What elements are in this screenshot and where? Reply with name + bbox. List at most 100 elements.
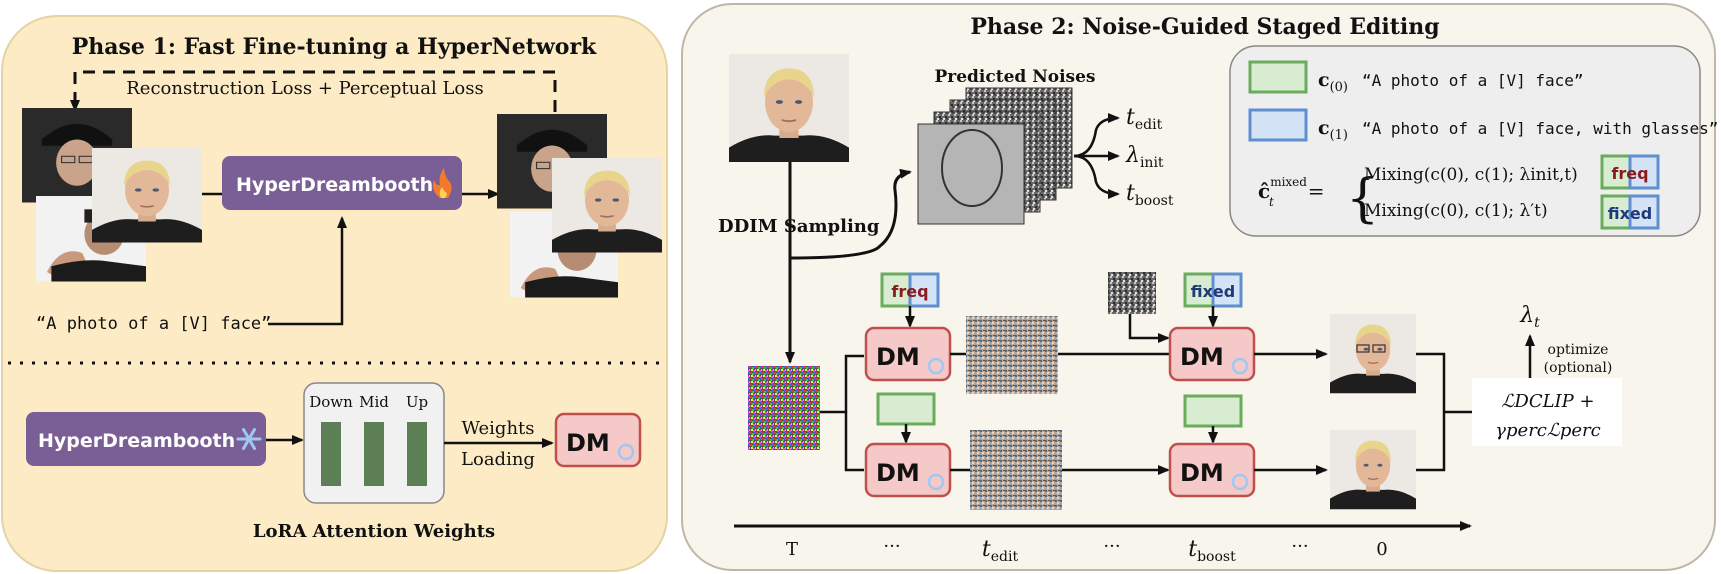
fixed-tag-top: fixed [1183,272,1243,308]
edited-photo-glasses [1329,313,1417,394]
latent-noise [748,366,820,450]
timeline-dots-2: ··· [1103,536,1120,557]
fire-icon [432,168,452,198]
unet-down-block [321,422,341,486]
weights-label: Weights [461,418,534,439]
optional-label: (optional) [1544,360,1613,376]
noise-layer-1 [917,123,1025,225]
lambda-t-label: λt [1519,303,1540,331]
phase1-panel: Phase 1: Fast Fine-tuning a HyperNetwork… [1,15,668,572]
noise-outputs: tedit λinit tboost [1073,105,1174,209]
legend-c0-symbol: c(0) [1318,69,1348,95]
piecewise-brace: { [1346,169,1379,229]
svg-text:freq: freq [891,282,928,301]
svg-text:DM: DM [1180,343,1224,371]
loss-feedback-arrow [73,70,557,112]
intermediate-top [966,316,1058,394]
mixing-row-freq: Mixing(c(0), c(1); λinit,t) [1364,165,1578,185]
hyperdreambooth-trainable: HyperDreambooth [222,156,462,210]
loading-label: Loading [461,449,535,470]
dm-bottom-2: DM [1168,442,1256,498]
dm-phase1-label: DM [566,429,610,457]
c0-tag-bottom-1 [876,392,936,426]
hyperdreambooth-frozen-label: HyperDreambooth [38,430,235,452]
branch-top [820,354,864,414]
dm-frozen-icon [927,357,945,375]
timeline-T: T [786,539,798,560]
dm-top-2: DM [1168,326,1256,382]
legend-fixed-tag: fixed [1600,194,1660,230]
timeline-labels: T ··· tedit ··· tboost ··· 0 [786,536,1388,565]
phase2-title: Phase 2: Noise-Guided Staged Editing [970,14,1439,40]
predicted-noise-stack [917,87,1073,225]
svg-text:fixed: fixed [1191,282,1235,301]
dm-top-1: DM [864,326,952,382]
ddim-label: DDIM Sampling [718,216,880,237]
dm-frozen-icon [927,473,945,491]
injected-noise [1108,272,1156,314]
hyperdreambooth-box [222,156,462,210]
legend-c1-swatch [1248,108,1308,142]
unet-up-label: Up [406,393,428,411]
svg-text:freq: freq [1611,164,1648,183]
loss-perc: γpercℒperc [1495,420,1600,441]
ddim-to-noise-arrow [789,168,912,260]
dm-frozen-icon [1231,357,1249,375]
source-photo [728,53,850,163]
phase2-panel: Phase 2: Noise-Guided Staged Editing DDI… [681,3,1718,571]
unet-up-block [407,422,427,486]
lora-weights-box: Down Mid Up [303,382,445,504]
input-photo-front [91,147,203,244]
svg-text:DM: DM [876,343,920,371]
svg-text:DM: DM [1180,459,1224,487]
dm-phase1: DM [554,412,642,468]
dm-frozen-icon [1231,473,1249,491]
timeline-t-edit: tedit [982,537,1019,565]
legend-c1-symbol: c(1) [1318,117,1348,143]
snowflake-icon [236,428,262,450]
legend-c1-text: “A photo of a [V] face, with glasses” [1362,119,1718,138]
timeline-dots-3: ··· [1291,536,1308,557]
mixing-row-fixed: Mixing(c(0), c(1); λ′t) [1364,201,1548,221]
legend-c0-swatch [1248,60,1308,94]
out-t-edit: tedit [1126,105,1163,133]
out-t-boost: tboost [1126,181,1174,209]
unet-mid-label: Mid [359,393,389,411]
phase1-title: Phase 1: Fast Fine-tuning a HyperNetwork [72,34,597,60]
prompt-text: “A photo of a [V] face” [36,314,271,334]
unet-mid-block [364,422,384,486]
timeline-dots-1: ··· [883,536,900,557]
loss-dclip: ℒDCLIP + [1501,391,1594,412]
condition-legend: c(0) “A photo of a [V] face” c(1) “A pho… [1229,45,1718,237]
out-arrow-t-boost [1073,154,1120,199]
legend-frame [1229,45,1701,237]
optimize-label: optimize [1548,342,1609,358]
output-photo-front [551,157,663,254]
unet-down-label: Down [309,393,353,411]
intermediate-bottom [970,430,1062,510]
dm-bottom-1: DM [864,442,952,498]
out-arrow-t-edit [1073,113,1120,158]
hyperdreambooth-label: HyperDreambooth [236,174,433,196]
dm-frozen-icon [617,443,635,461]
lora-caption: LoRA Attention Weights [253,521,495,542]
svg-text:fixed: fixed [1608,204,1652,223]
branch-bottom [844,412,864,472]
loss-label: Reconstruction Loss + Perceptual Loss [126,78,484,99]
noise-face-outline [941,129,1003,207]
svg-text:DM: DM [876,459,920,487]
injected-noise-arrow [1128,314,1170,343]
predicted-noises-label: Predicted Noises [934,67,1095,87]
c0-tag-bottom-2 [1183,394,1243,428]
timeline-t-boost: tboost [1188,537,1236,565]
freq-tag-top: freq [880,272,940,308]
out-lambda-init: λinit [1125,143,1164,171]
prompt-arrow [268,216,347,326]
loss-box [1472,378,1622,446]
hyperdreambooth-frozen-box [26,412,266,466]
legend-freq-tag: freq [1600,154,1660,190]
timeline-zero: 0 [1376,539,1387,560]
legend-c0-text: “A photo of a [V] face” [1362,71,1584,90]
reconstructed-photo [1329,429,1417,510]
